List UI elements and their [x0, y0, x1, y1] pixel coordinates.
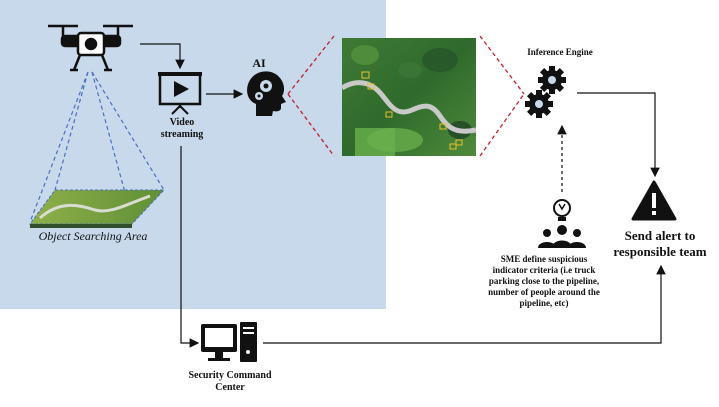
inference-engine-label: Inference Engine	[527, 47, 593, 57]
gears-icon	[525, 66, 566, 118]
drone-to-video-arrow	[140, 43, 185, 70]
send-alert-label: Send alert to responsible team	[613, 228, 707, 259]
aerial-detection-image	[340, 38, 477, 156]
sme-criteria-label: SME define suspicious indicator criteria…	[488, 254, 600, 308]
warning-triangle-icon	[631, 180, 677, 221]
video-to-command-arrow	[180, 146, 200, 348]
zoom-indicator-lines	[287, 35, 525, 157]
command-to-alert-arrow	[263, 264, 666, 344]
security-command-center-label: Security Command Center	[188, 370, 272, 393]
object-searching-area-label: Object Searching Area	[38, 229, 148, 243]
ai-head-gears-icon	[247, 71, 286, 116]
detection-boxes	[361, 71, 463, 150]
video-player-icon	[158, 72, 202, 115]
computer-icon	[201, 322, 257, 362]
object-searching-area-image	[29, 189, 166, 228]
drone-icon	[48, 24, 133, 72]
ai-label: AI	[252, 56, 266, 70]
video-streaming-label: Video streaming	[160, 117, 204, 140]
engine-to-alert-arrow	[577, 92, 660, 178]
team-idea-icon	[538, 199, 586, 248]
